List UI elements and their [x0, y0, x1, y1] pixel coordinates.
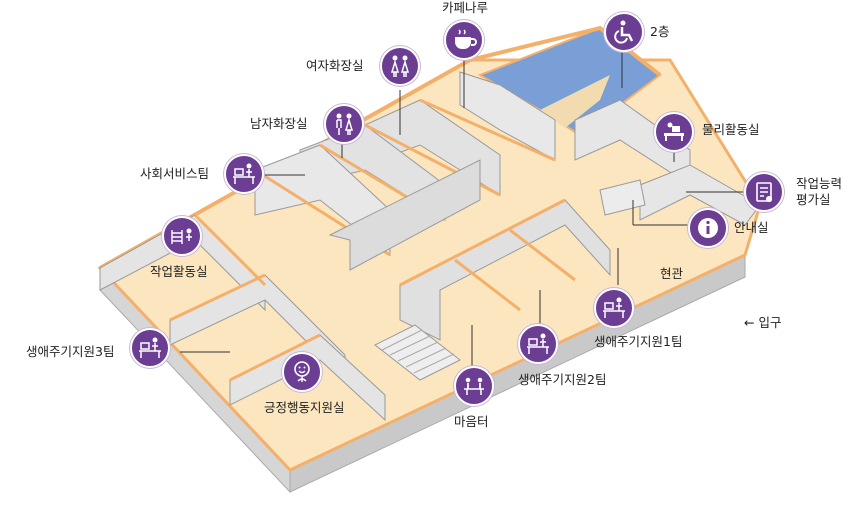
information-icon [688, 208, 728, 248]
stairwell-landing [540, 75, 610, 128]
label-social-service-team: 사회서비스팀 [140, 166, 210, 181]
label-cafe: 카페나루 [442, 0, 489, 15]
label-womens-restroom: 여자화장실 [306, 58, 364, 73]
wall-top-edge-5 [193, 213, 267, 287]
wall-top-edge-6 [169, 273, 266, 322]
info-desk-counter [599, 179, 646, 216]
desk-worker-icon [594, 288, 634, 328]
wall-top-edge-7 [229, 333, 321, 382]
arrow-left-icon: ← [744, 315, 755, 330]
desk-worker-icon [130, 328, 170, 368]
label-vocational-eval-line2: 평가실 [796, 192, 831, 207]
wall-top-edge-10 [509, 228, 576, 282]
massage-bed-icon [654, 112, 694, 152]
meeting-table-icon [454, 366, 494, 406]
clipboard-check-icon [744, 172, 784, 212]
label-lifecycle-team2: 생애주기지원2팀 [518, 372, 607, 387]
label-lifecycle-team1: 생애주기지원1팀 [594, 334, 683, 349]
men-restroom-icon [324, 104, 364, 144]
label-floor2: 2층 [650, 24, 670, 39]
wall-top-edge-4 [419, 98, 556, 162]
label-mens-restroom: 남자화장실 [250, 116, 308, 131]
label-positive-behavior-room: 긍정행동지원실 [264, 400, 345, 415]
wall-vocational-eval [639, 164, 761, 226]
smile-flower-icon [282, 352, 322, 392]
women-restroom-icon [380, 46, 420, 86]
label-maeumteo: 마음터 [454, 414, 489, 429]
entrance-marker: ← 입구 [744, 312, 781, 331]
label-entrance: 입구 [758, 315, 782, 330]
staircase [374, 324, 461, 381]
label-work-activity-room: 작업활동실 [150, 264, 208, 279]
coffee-cup-icon [444, 20, 484, 60]
label-info-desk: 안내실 [734, 220, 769, 235]
leader-lines [180, 52, 745, 368]
abacus-person-icon [162, 216, 202, 256]
desk-worker-icon [518, 324, 558, 364]
label-vocational-eval-line1: 작업능력 [796, 176, 843, 191]
desk-worker-icon [224, 154, 264, 194]
wall-corridor [328, 159, 481, 271]
wheelchair-icon [604, 12, 644, 52]
label-lifecycle-team3: 생애주기지원3팀 [26, 344, 115, 359]
label-physio-room: 물리활동실 [702, 122, 760, 137]
wall-top-edge-9 [454, 258, 521, 312]
label-lobby: 현관 [660, 266, 684, 281]
wall-top-edge-8 [399, 198, 566, 287]
